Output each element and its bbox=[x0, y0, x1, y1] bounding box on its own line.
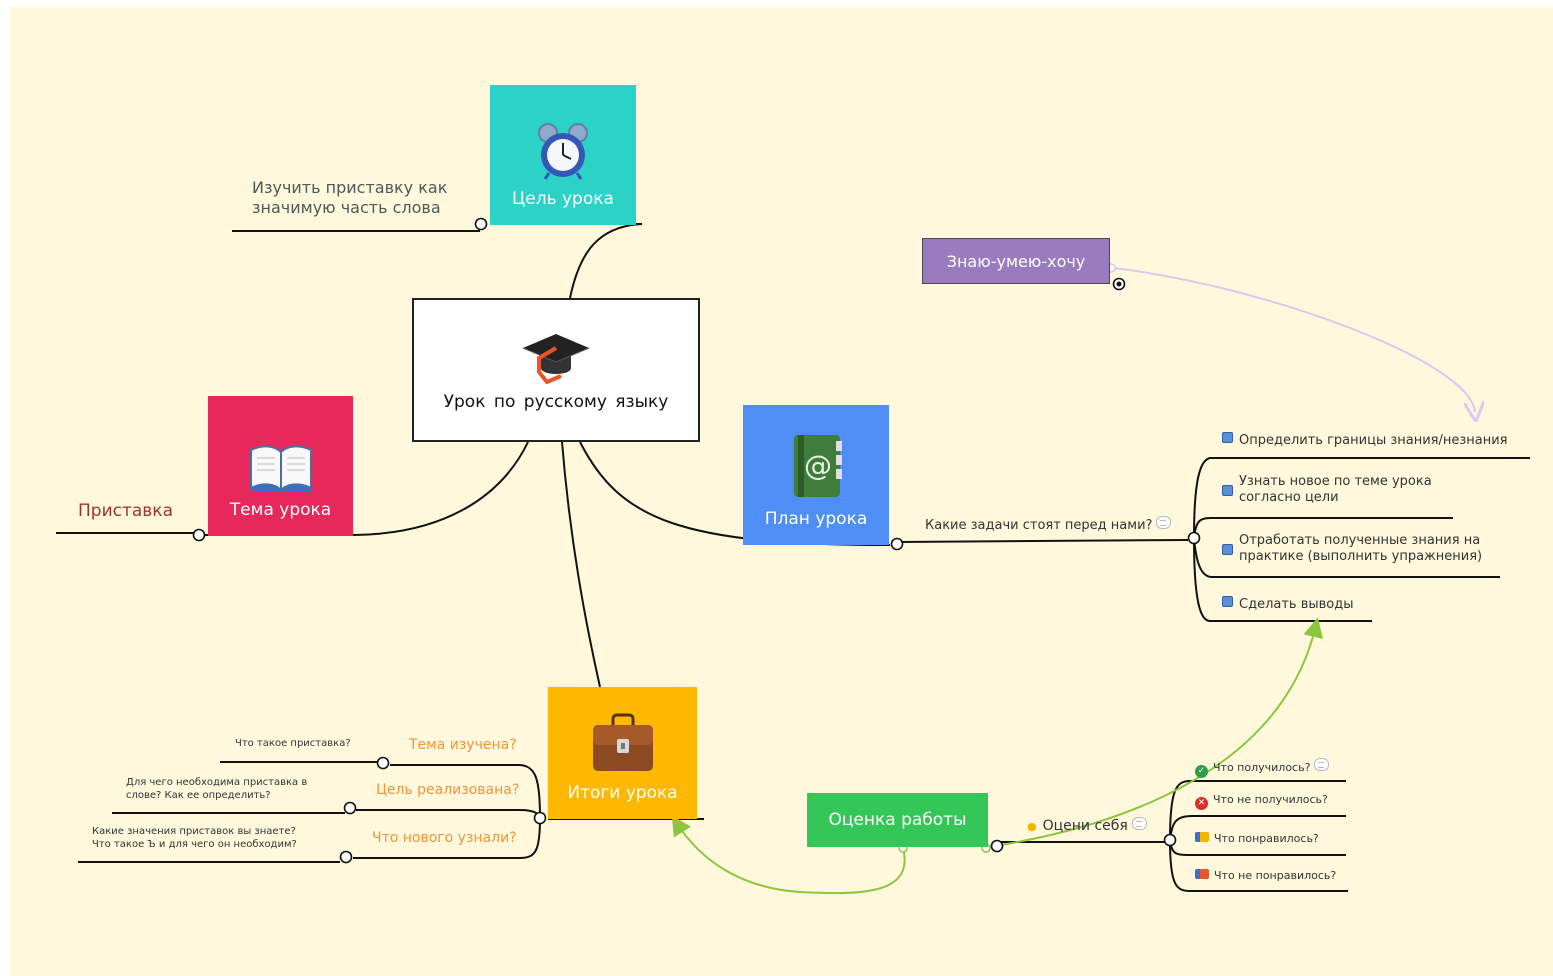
goal-note-text: Изучить приставку как значимую часть сло… bbox=[252, 178, 448, 217]
evaluation-sub[interactable]: ● Оцени себя bbox=[1027, 817, 1147, 836]
topic-goal-label: Цель урока bbox=[512, 189, 614, 209]
branch-theme bbox=[353, 441, 529, 536]
address-book-icon: @ bbox=[794, 435, 842, 497]
evaluation-item[interactable]: ✕ Что не получилось? bbox=[1195, 793, 1328, 810]
thumbs-down-icon bbox=[1195, 869, 1209, 879]
topic-theme-label: Тема урока bbox=[229, 500, 332, 520]
evaluation-sub-label: Оцени себя bbox=[1042, 818, 1128, 834]
central-topic-label: Урок по русскому языку bbox=[443, 392, 669, 412]
goal-note[interactable]: Изучить приставку как значимую часть сло… bbox=[252, 178, 447, 218]
evaluation-item[interactable]: Что не понравилось? bbox=[1195, 869, 1336, 883]
task-square-icon bbox=[1222, 596, 1233, 607]
floating-topic-evaluation[interactable]: Оценка работы bbox=[807, 793, 988, 847]
plan-item[interactable]: Определить границы знания/незнания bbox=[1222, 432, 1508, 449]
task-square-icon bbox=[1222, 432, 1233, 443]
plan-item[interactable]: Узнать новое по теме урока согласно цели bbox=[1222, 474, 1432, 507]
evaluation-item-label: Что не получилось? bbox=[1213, 793, 1328, 806]
floating-topic-kwl-label: Знаю-умею-хочу bbox=[946, 251, 1086, 271]
relation-kwl-plan bbox=[1112, 267, 1475, 412]
topic-goal[interactable]: Цель урока bbox=[490, 85, 636, 225]
topic-plan-label: План урока bbox=[764, 509, 868, 529]
central-topic[interactable]: Урок по русскому языку bbox=[412, 298, 700, 442]
relation-eval-results bbox=[671, 815, 906, 895]
branch-goal bbox=[569, 223, 643, 299]
topic-plan[interactable]: @ План урока bbox=[743, 405, 889, 545]
task-square-icon bbox=[1222, 543, 1233, 555]
thumbs-up-icon bbox=[1195, 832, 1209, 842]
evaluation-item-label: Что понравилось? bbox=[1214, 832, 1319, 845]
evaluation-item-label: Что получилось? bbox=[1213, 761, 1311, 774]
results-item-label[interactable]: Тема изучена? bbox=[409, 737, 517, 753]
plan-question-label: Какие задачи стоят перед нами? bbox=[925, 518, 1153, 533]
evaluation-item[interactable]: Что понравилось? bbox=[1195, 832, 1319, 846]
plan-item-label: Определить границы знания/незнания bbox=[1239, 433, 1508, 448]
plan-question[interactable]: Какие задачи стоят перед нами? bbox=[925, 516, 1172, 534]
task-square-icon bbox=[1222, 484, 1233, 496]
floating-topic-kwl[interactable]: Знаю-умею-хочу bbox=[922, 238, 1110, 284]
svg-text:@: @ bbox=[804, 449, 832, 482]
plan-item[interactable]: Отработать полученные знания на практике… bbox=[1222, 533, 1482, 566]
branch-results bbox=[561, 441, 601, 688]
results-item-label[interactable]: Что нового узнали? bbox=[372, 830, 517, 846]
relation-eval-plan bbox=[987, 617, 1324, 848]
plan-item-label: Узнать новое по теме урока согласно цели bbox=[1239, 474, 1432, 506]
results-item-detail[interactable]: Что такое приставка? bbox=[235, 738, 351, 749]
plan-item-label: Сделать выводы bbox=[1239, 597, 1354, 612]
results-item-detail[interactable]: Какие значения приставок вы знаете? Что … bbox=[92, 826, 297, 850]
topic-results[interactable]: Итоги урока bbox=[548, 687, 697, 819]
evaluation-item[interactable]: ✓ Что получилось? bbox=[1195, 758, 1330, 778]
alarm-clock-icon bbox=[538, 123, 588, 180]
check-icon: ✓ bbox=[1195, 765, 1208, 778]
lightbulb-icon: ● bbox=[1027, 820, 1037, 833]
plan-item-label: Отработать полученные знания на практике… bbox=[1239, 533, 1483, 565]
results-item-label[interactable]: Цель реализована? bbox=[376, 782, 520, 798]
note-icon bbox=[1131, 817, 1147, 830]
briefcase-icon bbox=[592, 713, 653, 771]
note-icon bbox=[1314, 758, 1330, 771]
topic-theme[interactable]: Тема урока bbox=[208, 396, 353, 536]
results-item-detail[interactable]: Для чего необходима приставка в слове? К… bbox=[126, 777, 308, 801]
plan-item[interactable]: Сделать выводы bbox=[1222, 596, 1354, 613]
graduation-cap-icon bbox=[522, 334, 590, 384]
floating-topic-evaluation-label: Оценка работы bbox=[828, 810, 967, 830]
open-book-icon bbox=[249, 445, 312, 492]
evaluation-item-label: Что не понравилось? bbox=[1214, 869, 1337, 882]
cross-icon: ✕ bbox=[1195, 797, 1208, 810]
note-icon bbox=[1156, 516, 1172, 529]
topic-results-label: Итоги урока bbox=[567, 783, 678, 803]
theme-note[interactable]: Приставка bbox=[78, 501, 173, 521]
